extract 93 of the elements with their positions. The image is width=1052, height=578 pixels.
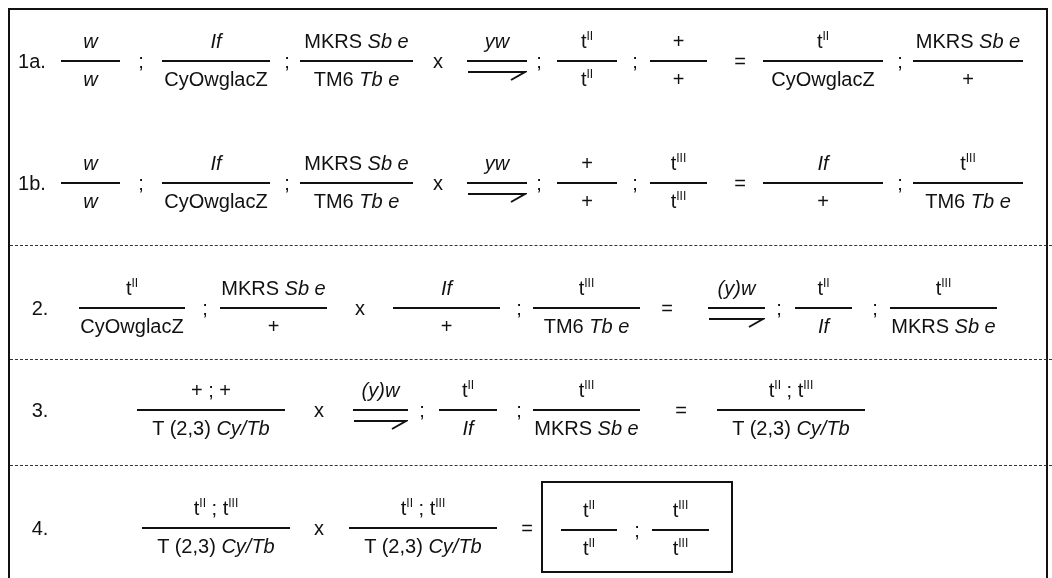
result-box	[541, 481, 733, 573]
equals-sign: =	[734, 171, 746, 195]
genotype-label: t$^{III}$	[960, 151, 976, 175]
genotype-label: t$^{II}$	[816, 29, 830, 53]
genotype-label: MKRS Sb e	[534, 416, 639, 440]
equals-sign: =	[734, 49, 746, 73]
genotype-label: w	[83, 29, 98, 53]
separator: ;	[516, 398, 522, 422]
separator: ;	[536, 171, 542, 195]
genotype-label: +	[962, 67, 974, 91]
separator: ;	[776, 296, 782, 320]
genotype-label: t$^{II}$	[580, 29, 594, 53]
genotype-label: TM6 Tb e	[313, 67, 400, 91]
genotype-label: +	[672, 67, 685, 91]
row-number: 1a.	[18, 49, 46, 73]
row-number: 1b.	[18, 171, 46, 195]
genotype-label: t$^{II}$	[582, 536, 596, 560]
genotype-label: TM6 Tb e	[543, 314, 630, 338]
genotype-label: If	[817, 151, 829, 175]
separator: ;	[536, 49, 542, 73]
genotype-label: t$^{II}$	[125, 276, 139, 300]
separator: ;	[872, 296, 878, 320]
equals-sign: =	[521, 516, 533, 540]
separator: ;	[138, 171, 144, 195]
genotype-label: T (2,3) Cy/Tb	[152, 416, 270, 440]
genotype-label: w	[83, 67, 98, 91]
cross-symbol: x	[433, 171, 443, 195]
genotype-label: t$^{III}$	[672, 498, 689, 522]
genotype-label: If	[462, 416, 474, 440]
equals-sign: =	[675, 398, 687, 422]
genotype-label: MKRS Sb e	[304, 29, 409, 53]
genotype-label: t$^{II}$	[582, 498, 596, 522]
separator: ;	[138, 49, 144, 73]
genotype-label: (y)w	[717, 276, 756, 300]
genotype-label: CyOwglacZ	[80, 314, 184, 338]
genotype-label: t$^{II}$	[580, 67, 594, 91]
genotype-label: If	[817, 314, 830, 338]
genotype-label: t$^{III}$	[672, 536, 689, 560]
genotype-label: t$^{III}$	[935, 276, 952, 300]
genotype-label: T (2,3) Cy/Tb	[157, 534, 275, 558]
genotype-label: t$^{II}$	[817, 276, 830, 300]
genotype-label: t$^{III}$	[670, 151, 687, 175]
row-number: 4.	[31, 516, 49, 540]
separator: ;	[897, 171, 903, 195]
separator: ;	[284, 171, 290, 195]
genotype-label: +	[581, 189, 593, 213]
genotype-label: If	[210, 151, 222, 175]
genotype-label: + ; +	[191, 378, 231, 402]
separator: ;	[202, 296, 208, 320]
genotype-label: +	[817, 189, 829, 213]
genotype-label: TM6 Tb e	[313, 189, 400, 213]
genotype-label: w	[83, 151, 98, 175]
cross-symbol: x	[314, 516, 324, 540]
genotype-label: t$^{III}$	[578, 276, 595, 300]
cross-symbol: x	[314, 398, 324, 422]
cross-symbol: x	[355, 296, 365, 320]
separator: ;	[632, 49, 638, 73]
genotype-label: t$^{II}$ ; t$^{III}$	[400, 496, 446, 520]
genotype-label: MKRS Sb e	[304, 151, 409, 175]
genotype-label: t$^{II}$	[461, 378, 475, 402]
separator: ;	[632, 171, 638, 195]
genotype-label: (y)w	[361, 378, 400, 402]
genotype-label: +	[672, 29, 685, 53]
separator: ;	[284, 49, 290, 73]
genotype-label: T (2,3) Cy/Tb	[364, 534, 482, 558]
genotype-label: CyOwglacZ	[164, 189, 268, 213]
genotype-label: +	[440, 314, 453, 338]
genotype-label: If	[440, 276, 453, 300]
equals-sign: =	[661, 296, 673, 320]
genotype-label: t$^{III}$	[670, 189, 687, 213]
genotype-label: t$^{III}$	[578, 378, 595, 402]
genotype-label: TM6 Tb e	[925, 189, 1011, 213]
genotype-label: yw	[484, 29, 510, 53]
genotype-label: w	[83, 189, 98, 213]
separator: ;	[634, 518, 640, 542]
genotype-label: +	[581, 151, 593, 175]
row-number: 2.	[31, 296, 49, 320]
genotype-label: +	[267, 314, 280, 338]
genotype-label: MKRS Sb e	[221, 276, 326, 300]
genotype-label: MKRS Sb e	[891, 314, 996, 338]
row-number: 3.	[31, 398, 49, 422]
genotype-label: CyOwglacZ	[771, 67, 875, 91]
cross-symbol: x	[433, 49, 443, 73]
separator: ;	[419, 398, 425, 422]
genotype-label: MKRS Sb e	[915, 29, 1021, 53]
genotype-label: t$^{II}$ ; t$^{III}$	[768, 378, 814, 402]
genotype-label: t$^{II}$ ; t$^{III}$	[193, 496, 239, 520]
genotype-label: CyOwglacZ	[164, 67, 268, 91]
separator: ;	[897, 49, 903, 73]
genotype-label: If	[210, 29, 222, 53]
genotype-label: T (2,3) Cy/Tb	[732, 416, 850, 440]
genotype-label: yw	[484, 151, 510, 175]
separator: ;	[516, 296, 522, 320]
